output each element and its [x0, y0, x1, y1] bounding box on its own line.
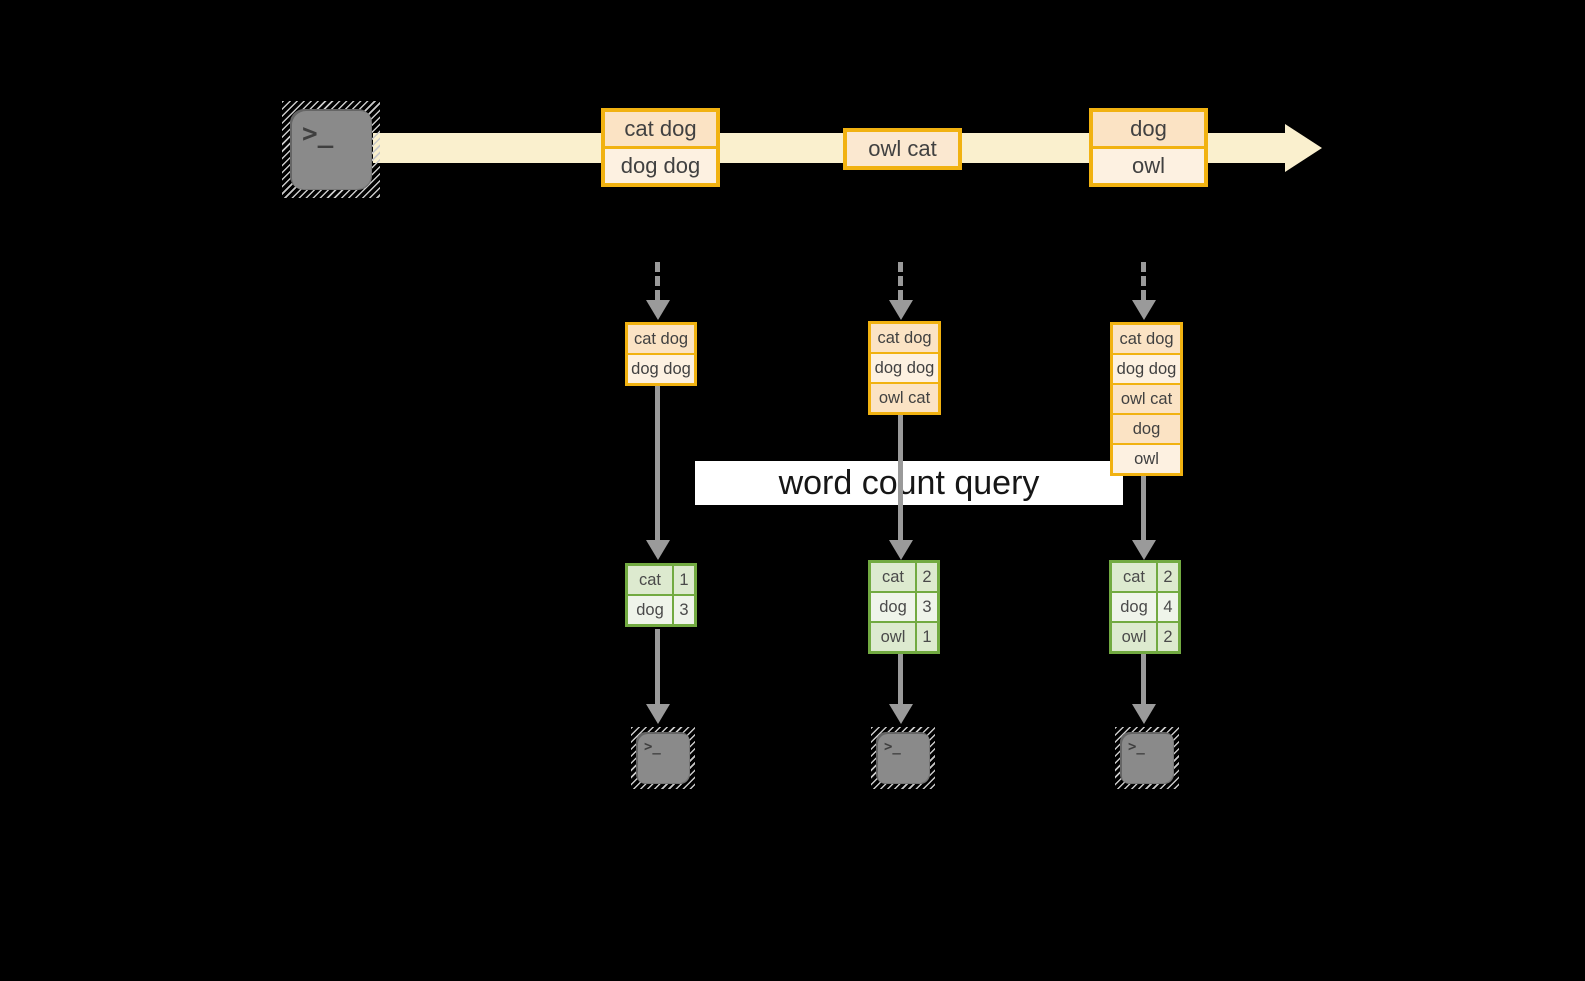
count-word: owl	[871, 623, 915, 651]
dashed-arrow-line	[655, 262, 660, 300]
terminal-prompt-glyph: >_	[644, 739, 661, 755]
terminal-icon: >_	[871, 727, 935, 789]
stream-batch-3: dog owl	[1089, 108, 1208, 187]
solid-arrow-line	[1141, 654, 1146, 704]
terminal-prompt-glyph: >_	[884, 739, 901, 755]
state-row: cat dog	[1113, 325, 1180, 353]
solid-arrow-line	[1141, 476, 1146, 540]
count-word: dog	[1112, 593, 1156, 621]
state-row: dog dog	[1113, 355, 1180, 383]
stream-record: cat dog	[605, 112, 716, 146]
count-word: cat	[628, 566, 672, 594]
stream-record: owl	[1093, 149, 1204, 183]
state-box-3: cat dog dog dog owl cat dog owl	[1110, 322, 1183, 476]
stream-record: dog dog	[605, 149, 716, 183]
solid-arrow-line	[898, 415, 903, 540]
state-row: owl	[1113, 445, 1180, 473]
terminal-screen: >_	[1120, 732, 1174, 784]
count-value: 3	[674, 596, 694, 624]
count-table-1: cat 1 dog 3	[625, 563, 697, 627]
dashed-arrow-line	[1141, 262, 1146, 300]
terminal-icon: >_	[631, 727, 695, 789]
dashed-arrow-head	[646, 300, 670, 320]
solid-arrow-head	[889, 540, 913, 560]
count-table-3: cat 2 dog 4 owl 2	[1109, 560, 1181, 654]
solid-arrow-head	[646, 704, 670, 724]
count-value: 3	[917, 593, 937, 621]
state-row: owl cat	[1113, 385, 1180, 413]
solid-arrow-line	[655, 629, 660, 704]
count-value: 1	[674, 566, 694, 594]
solid-arrow-head	[1132, 540, 1156, 560]
count-word: dog	[871, 593, 915, 621]
query-label: word count query	[695, 461, 1123, 505]
count-value: 4	[1158, 593, 1178, 621]
state-row: dog dog	[628, 355, 694, 383]
count-word: cat	[1112, 563, 1156, 591]
count-value: 2	[917, 563, 937, 591]
solid-arrow-line	[655, 386, 660, 540]
dashed-arrow-head	[889, 300, 913, 320]
count-word: cat	[871, 563, 915, 591]
stream-record: dog	[1093, 112, 1204, 146]
state-row: owl cat	[871, 384, 938, 412]
terminal-icon: >_	[1115, 727, 1179, 789]
solid-arrow-line	[898, 654, 903, 704]
state-row: dog	[1113, 415, 1180, 443]
solid-arrow-head	[1132, 704, 1156, 724]
count-value: 2	[1158, 623, 1178, 651]
terminal-prompt-glyph: >_	[1128, 739, 1145, 755]
dashed-arrow-line	[898, 262, 903, 300]
state-box-2: cat dog dog dog owl cat	[868, 321, 941, 415]
terminal-screen: >_	[290, 109, 372, 190]
terminal-icon: >_	[282, 101, 380, 198]
stream-batch-1: cat dog dog dog	[601, 108, 720, 187]
stream-record: owl cat	[847, 132, 958, 166]
terminal-screen: >_	[636, 732, 690, 784]
state-row: dog dog	[871, 354, 938, 382]
count-value: 2	[1158, 563, 1178, 591]
solid-arrow-head	[889, 704, 913, 724]
solid-arrow-head	[646, 540, 670, 560]
count-word: dog	[628, 596, 672, 624]
state-row: cat dog	[628, 325, 694, 353]
dashed-arrow-head	[1132, 300, 1156, 320]
terminal-prompt-glyph: >_	[302, 119, 334, 149]
stream-batch-2: owl cat	[843, 128, 962, 170]
state-row: cat dog	[871, 324, 938, 352]
stream-arrowhead	[1285, 124, 1322, 172]
terminal-screen: >_	[876, 732, 930, 784]
state-box-1: cat dog dog dog	[625, 322, 697, 386]
count-table-2: cat 2 dog 3 owl 1	[868, 560, 940, 654]
count-value: 1	[917, 623, 937, 651]
count-word: owl	[1112, 623, 1156, 651]
